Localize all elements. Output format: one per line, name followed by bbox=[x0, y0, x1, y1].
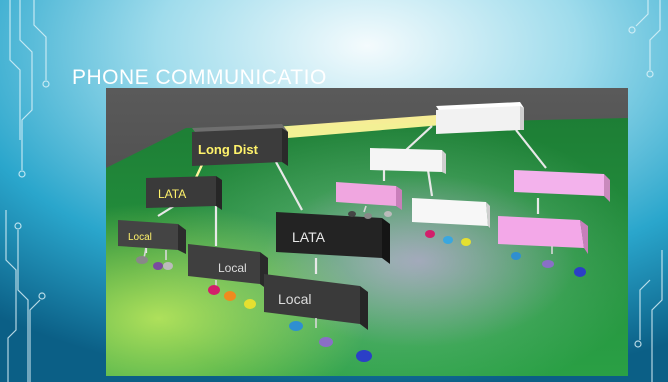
pink-box-left bbox=[336, 182, 402, 210]
phone-icon bbox=[244, 299, 256, 309]
local-left-small-label: Local bbox=[128, 232, 152, 243]
phone-icon bbox=[384, 211, 392, 217]
long-distance-label: Long Dist bbox=[198, 142, 259, 157]
phone-icon bbox=[542, 260, 554, 268]
long-distance-link bbox=[261, 112, 478, 140]
phone-icon bbox=[136, 256, 148, 264]
local-center-2-label: Local bbox=[278, 291, 311, 307]
phone-icon bbox=[208, 285, 220, 295]
local-left-small-box: Local bbox=[118, 220, 186, 254]
phone-icon bbox=[348, 211, 356, 217]
lata-center-label: LATA bbox=[292, 229, 326, 245]
pink-box-right-upper bbox=[514, 170, 610, 202]
long-distance-box: Long Dist bbox=[192, 124, 288, 166]
phones bbox=[136, 211, 586, 362]
local-center-box-2: Local bbox=[264, 274, 368, 330]
phone-icon bbox=[153, 262, 163, 270]
phone-icon bbox=[425, 230, 435, 238]
circuit-decoration-right bbox=[628, 0, 663, 382]
phone-icon bbox=[461, 238, 471, 246]
circuit-decoration-left bbox=[5, 0, 50, 382]
white-box-upper bbox=[370, 148, 446, 174]
slide-title: PHONE COMMUNICATIO bbox=[72, 66, 327, 89]
phone-icon bbox=[319, 337, 333, 347]
phone-icon bbox=[163, 262, 173, 270]
phone-icon bbox=[356, 350, 372, 362]
phone-icon bbox=[443, 236, 453, 244]
pink-box-right-lower bbox=[498, 216, 588, 254]
local-center-1-label: Local bbox=[218, 261, 247, 275]
phone-icon bbox=[289, 321, 303, 331]
network-render: Long Dist LATA Local LATA Local bbox=[106, 88, 628, 376]
phone-icon bbox=[511, 252, 521, 260]
phone-icon bbox=[574, 267, 586, 277]
lata-left-box: LATA bbox=[146, 176, 222, 210]
lata-left-label: LATA bbox=[158, 187, 186, 201]
top-switch-box bbox=[436, 102, 524, 134]
phone-icon bbox=[364, 213, 372, 219]
lata-center-box: LATA bbox=[276, 212, 390, 264]
phone-icon bbox=[224, 291, 236, 301]
white-box-lower bbox=[412, 198, 490, 228]
local-center-box-1: Local bbox=[188, 244, 268, 290]
